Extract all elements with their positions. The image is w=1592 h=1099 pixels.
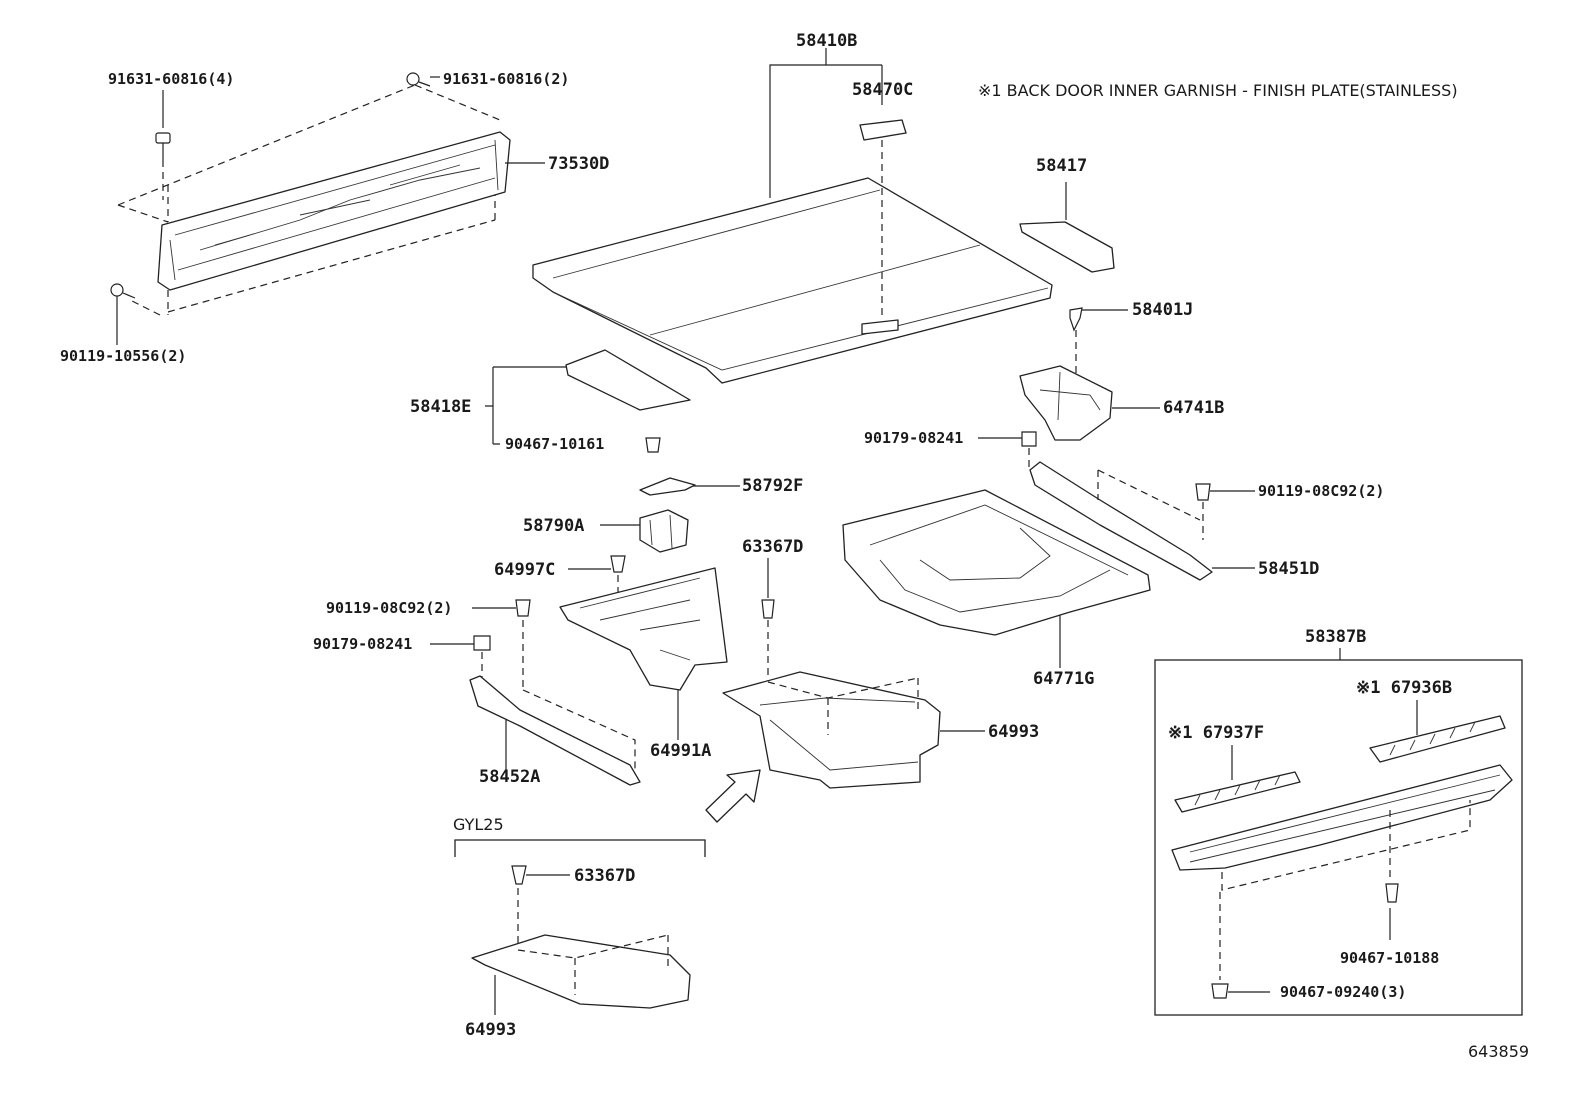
label-64997c: 64997C xyxy=(494,560,555,580)
label-64741b: 64741B xyxy=(1163,398,1224,418)
label-58401j: 58401J xyxy=(1132,300,1193,320)
label-58452a: 58452A xyxy=(479,767,540,787)
part-58387b-plate-drawing xyxy=(1171,764,1513,891)
label-64771g: 64771G xyxy=(1033,669,1094,689)
part-64993-drawing xyxy=(722,671,985,789)
nut-90179-08241-left-drawing xyxy=(473,635,491,680)
part-58417-drawing xyxy=(1019,221,1115,273)
label-90119-08c92-left: 90119-08C92(2) xyxy=(326,599,452,617)
label-63367d-gyl25: 63367D xyxy=(574,866,635,886)
label-58470c: 58470C xyxy=(852,80,913,100)
label-67936b: ※1 67936B xyxy=(1356,678,1452,698)
label-58792f: 58792F xyxy=(742,476,803,496)
label-58418e: 58418E xyxy=(410,397,471,417)
part-67937f-drawing xyxy=(1174,745,1301,813)
leader-lines xyxy=(116,48,1391,993)
bolt-90119-10556-drawing xyxy=(110,283,136,299)
part-64993-gyl25-drawing xyxy=(471,934,691,1015)
clip-90467-10161-drawing xyxy=(645,437,661,453)
label-58410b: 58410B xyxy=(796,31,857,51)
label-67937f: ※1 67937F xyxy=(1168,723,1264,743)
label-64993-gyl25: 64993 xyxy=(465,1020,516,1040)
label-90467-09240: 90467-09240(3) xyxy=(1280,983,1406,1001)
label-90179-08241-left: 90179-08241 xyxy=(313,635,412,653)
part-64991a-drawing xyxy=(559,567,728,740)
label-90179-08241-right: 90179-08241 xyxy=(864,429,963,447)
part-58410b-drawing xyxy=(532,177,1053,384)
clip-63367d-gyl25-drawing xyxy=(511,865,527,950)
part-73530d-drawing xyxy=(117,84,511,316)
label-64993: 64993 xyxy=(988,722,1039,742)
bolt-90119-08c92-left-drawing xyxy=(515,599,531,690)
part-58470c-drawing xyxy=(859,119,907,320)
label-58387b: 58387B xyxy=(1305,627,1366,647)
58387b-box xyxy=(1154,648,1523,1016)
label-90119-08c92-right: 90119-08C92(2) xyxy=(1258,482,1384,500)
clip-90467-09240-drawing xyxy=(1211,892,1229,999)
part-58418e-drawing xyxy=(565,349,691,411)
label-63367d: 63367D xyxy=(742,537,803,557)
label-58451d: 58451D xyxy=(1258,559,1319,579)
part-58790a-drawing xyxy=(639,509,689,553)
label-gyl25: GYL25 xyxy=(453,815,504,834)
stainless-note: ※1 BACK DOOR INNER GARNISH - FINISH PLAT… xyxy=(978,81,1458,100)
part-64771g-drawing xyxy=(842,489,1151,668)
clip-90467-10188-drawing xyxy=(1385,883,1399,903)
part-58452a-drawing xyxy=(469,675,641,786)
clip-63367d-drawing xyxy=(761,599,775,682)
gyl25-bracket-drawing xyxy=(454,839,706,857)
label-64991a: 64991A xyxy=(650,741,711,761)
part-58451d-drawing xyxy=(1029,461,1213,581)
bolt-91631-4-drawing xyxy=(155,132,171,200)
nut-90179-08241-right-drawing xyxy=(1021,431,1037,470)
figure-id: 643859 xyxy=(1468,1042,1529,1061)
bolt-90119-08c92-right-drawing xyxy=(1195,483,1211,540)
label-91631-60816-2: 91631-60816(2) xyxy=(443,70,569,88)
label-58417: 58417 xyxy=(1036,156,1087,176)
label-90119-10556: 90119-10556(2) xyxy=(60,347,186,365)
part-67936b-drawing xyxy=(1369,700,1506,763)
bolt-91631-2-drawing xyxy=(406,72,431,87)
label-73530d: 73530D xyxy=(548,154,609,174)
label-91631-60816-4: 91631-60816(4) xyxy=(108,70,234,88)
part-58792f-drawing xyxy=(639,477,696,496)
label-90467-10161: 90467-10161 xyxy=(505,435,604,453)
part-58401j-drawing xyxy=(1069,307,1083,380)
label-58790a: 58790A xyxy=(523,516,584,536)
part-64741b-drawing xyxy=(1019,365,1113,441)
label-90467-10188: 90467-10188 xyxy=(1340,949,1439,967)
direction-arrow-icon xyxy=(705,769,761,823)
